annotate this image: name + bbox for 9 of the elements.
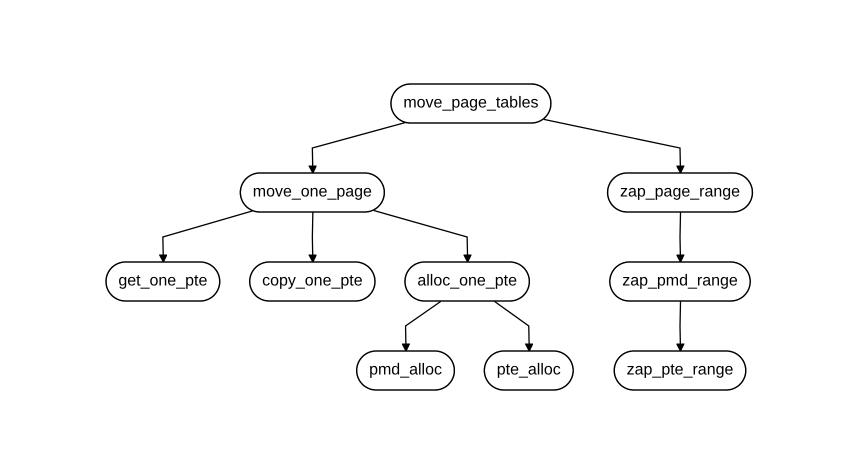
arrow — [158, 210, 253, 262]
arrow — [373, 209, 472, 262]
arrow — [676, 300, 685, 352]
arrow — [308, 212, 317, 262]
arrow — [308, 121, 406, 174]
arrow — [401, 300, 441, 352]
arrow — [544, 118, 685, 174]
arrow — [676, 212, 685, 262]
arrow — [494, 300, 534, 352]
